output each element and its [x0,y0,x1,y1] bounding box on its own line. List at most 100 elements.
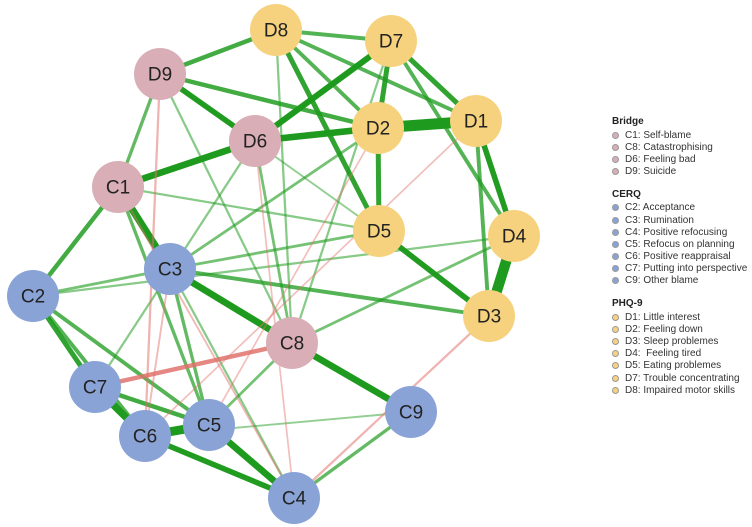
node-circle [69,361,121,413]
legend-title: PHQ-9 [612,298,643,310]
legend-item: C3: Rumination [612,214,752,226]
edge-d9-d2 [159,71,379,131]
edge-c3-c6 [144,268,171,437]
legend-item: C1: Self-blame [612,129,752,141]
node-label: C9 [399,403,423,424]
legend-dot-icon [612,313,619,321]
legend-item-label: C7: Putting into perspective [625,263,748,275]
legend-dot-icon [612,350,619,358]
legend-item: C9: Other blame [612,275,752,287]
node-d8[interactable]: D8 [250,4,302,56]
legend-item-label: C2: Acceptance [625,202,696,214]
node-c5[interactable]: C5 [183,399,235,451]
node-circle [450,95,502,147]
legend-dot-icon [612,240,619,248]
legend-item: C2: Acceptance [612,202,752,214]
legend-item: D5: Eating problemes [612,360,752,372]
legend-item-label: C8: Catastrophising [625,141,713,153]
legend-dot-icon [612,216,619,224]
node-d7[interactable]: D7 [365,15,417,67]
legend-item: C6: Positive reappraisal [612,251,752,263]
edge-c2-d4 [32,234,515,298]
legend-item-label: C1: Self-blame [625,129,692,141]
legend-item-label: D2: Feeling down [625,323,703,335]
node-circle [268,472,320,524]
legend-item: C7: Putting into perspective [612,263,752,275]
legend-item-label: D3: Sleep problemes [625,336,719,348]
node-c6[interactable]: C6 [119,410,171,462]
edge-d1-c6 [144,120,477,437]
node-circle [266,317,318,369]
node-circle [144,243,196,295]
node-label: C7 [83,378,107,399]
edge-d6-c8 [253,140,294,344]
node-c2[interactable]: C2 [7,270,59,322]
node-circle [119,410,171,462]
node-circle [365,15,417,67]
node-d9[interactable]: D9 [134,48,186,100]
legend-item: D4: Feeling tired [612,348,752,360]
legend-dot-icon [612,228,619,236]
node-circle [250,4,302,56]
node-circle [463,290,515,342]
node-c9[interactable]: C9 [385,386,437,438]
node-label: C6 [133,427,157,448]
node-circle [353,205,405,257]
edge-c3-c5 [168,268,211,426]
node-label: C2 [21,287,45,308]
legend-dot-icon [612,204,619,212]
legend-item-label: D9: Suicide [625,166,677,178]
legend-dot-icon [612,338,619,346]
edge-d6-d7 [253,38,393,144]
legend-dot-icon [612,386,619,394]
node-c7[interactable]: C7 [69,361,121,413]
edge-d9-c8 [158,73,294,344]
node-c1[interactable]: C1 [92,161,144,213]
legend-dot-icon [612,168,619,176]
node-label: D1 [464,112,488,133]
legend-item-label: C3: Rumination [625,214,694,226]
node-label: C5 [197,416,221,437]
node-d5[interactable]: D5 [353,205,405,257]
legend-dot-icon [612,253,619,261]
node-d3[interactable]: D3 [463,290,515,342]
legend-title: Bridge [612,116,644,127]
edge-c1-c5 [116,186,211,426]
edge-c2-c5 [31,294,211,427]
node-d4[interactable]: D4 [488,210,540,262]
node-c8[interactable]: C8 [266,317,318,369]
node-circle [352,102,404,154]
legend-item-label: D6: Feeling bad [625,153,696,165]
edge-d7-c8 [290,40,393,344]
node-circle [92,161,144,213]
legend-item: D8: Impaired motor skills [612,384,752,396]
node-c3[interactable]: C3 [144,243,196,295]
node-d1[interactable]: D1 [450,95,502,147]
node-label: D5 [367,222,391,243]
edge-c3-d5 [169,229,380,271]
node-label: D2 [366,119,390,140]
legend-dot-icon [612,325,619,333]
edge-d8-d5 [273,28,382,233]
node-c4[interactable]: C4 [268,472,320,524]
legend-item-label: D4: Feeling tired [625,348,702,360]
edge-d1-d3 [474,120,491,317]
legend-item-label: C6: Positive reappraisal [625,251,731,263]
legend-dot-icon [612,143,619,151]
legend-item: C4: Positive refocusing [612,226,752,238]
node-label: C1 [106,178,130,199]
node-circle [134,48,186,100]
edge-d6-c4 [254,140,295,499]
node-circle [7,270,59,322]
node-d2[interactable]: D2 [352,102,404,154]
edge-d2-c3 [169,126,379,271]
legend-dot-icon [612,265,619,273]
legend-dot-icon [612,374,619,382]
node-label: C8 [280,334,304,355]
node-label: C4 [282,489,307,510]
node-d6[interactable]: D6 [229,115,281,167]
